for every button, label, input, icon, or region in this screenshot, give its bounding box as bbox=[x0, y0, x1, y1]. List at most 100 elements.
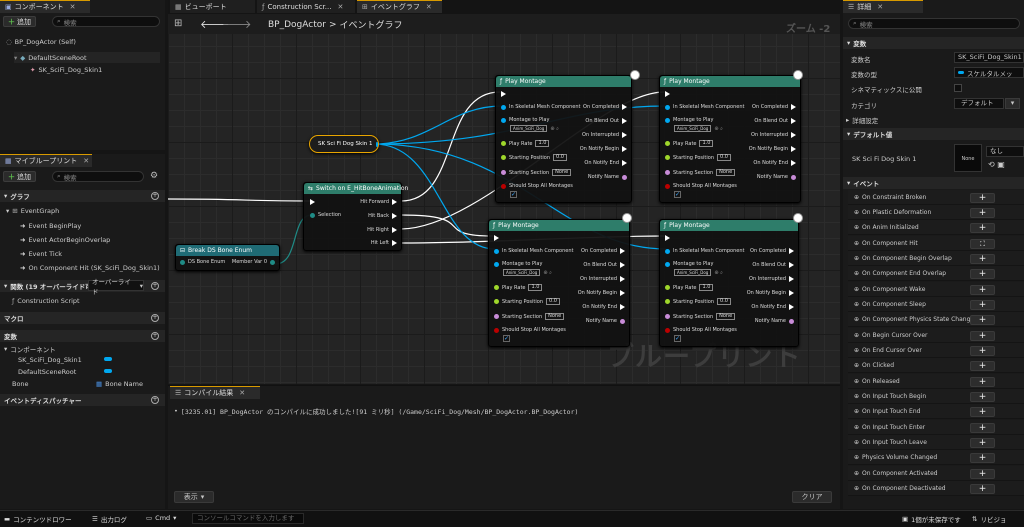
variable-item[interactable]: SK_SciFi_Dog_Skin1 bbox=[18, 356, 82, 364]
montage-pin[interactable]: Montage to Play bbox=[494, 261, 542, 267]
add-event-button[interactable]: + bbox=[970, 193, 995, 203]
stop-all-checkbox[interactable]: ✓ bbox=[503, 335, 510, 342]
play-rate-value[interactable]: 1.0 bbox=[528, 284, 543, 291]
components-search-input[interactable]: ⌕ 検索 bbox=[52, 16, 160, 27]
clear-button[interactable]: クリア bbox=[792, 491, 832, 503]
variable-section-header[interactable]: ▾ 変数 bbox=[843, 37, 1024, 49]
montage-asset-select[interactable]: Anim_SciFi_Dog⊕ ⌕ bbox=[674, 125, 723, 132]
close-icon[interactable]: ✕ bbox=[69, 3, 76, 11]
output-pin[interactable]: Notify Name bbox=[586, 318, 625, 324]
exec-in-pin[interactable] bbox=[665, 235, 670, 241]
output-pin[interactable]: On Notify End bbox=[753, 160, 796, 166]
selection-pin[interactable]: Selection bbox=[310, 212, 341, 218]
close-icon[interactable]: ✕ bbox=[337, 2, 344, 11]
category-input[interactable]: デフォルト bbox=[954, 98, 1004, 109]
switch-output-pin[interactable]: Hit Left bbox=[371, 240, 397, 246]
default-section-header[interactable]: ▾ デフォルト値 bbox=[843, 128, 1024, 140]
add-event-button[interactable]: + bbox=[970, 346, 995, 356]
mesh-pin[interactable]: In Skeletal Mesh Component bbox=[665, 248, 744, 254]
add-function-icon[interactable]: + bbox=[151, 282, 159, 290]
output-log-button[interactable]: ☰ 出力ログ bbox=[92, 514, 127, 524]
output-pin[interactable]: On Notify Begin bbox=[747, 290, 794, 296]
tab-viewport[interactable]: ▦ ビューポート bbox=[170, 0, 255, 13]
browse-icons[interactable]: ⟲ ▣ bbox=[988, 160, 1005, 169]
stop-all-checkbox[interactable]: ✓ bbox=[674, 191, 681, 198]
add-macro-icon[interactable]: + bbox=[151, 314, 159, 322]
add-event-button[interactable]: + bbox=[970, 469, 995, 479]
montage-pin[interactable]: Montage to Play bbox=[501, 117, 549, 123]
add-blueprint-item-button[interactable]: ＋ 追加 bbox=[3, 171, 36, 182]
macros-section-header[interactable]: マクロ bbox=[0, 312, 165, 324]
start-section-value[interactable]: None bbox=[716, 169, 736, 176]
output-pin[interactable]: On Blend Out bbox=[754, 118, 796, 124]
stop-all-checkbox[interactable]: ✓ bbox=[510, 191, 517, 198]
breadcrumb-graph[interactable]: イベントグラフ bbox=[339, 21, 403, 31]
variables-section-header[interactable]: 変数 bbox=[0, 330, 165, 342]
variable-item-bone[interactable]: Bone bbox=[12, 380, 29, 388]
category-dropdown[interactable]: ▾ bbox=[1005, 98, 1020, 109]
add-graph-icon[interactable]: + bbox=[151, 192, 159, 200]
output-pin[interactable]: On Blend Out bbox=[583, 262, 625, 268]
mesh-pin[interactable]: In Skeletal Mesh Component bbox=[494, 248, 573, 254]
add-event-button[interactable]: + bbox=[970, 423, 995, 433]
stop-all-pin[interactable]: Should Stop All Montages bbox=[665, 183, 737, 189]
output-pin[interactable]: On Completed bbox=[583, 104, 627, 110]
go-to-event-button[interactable]: ⛶ bbox=[970, 239, 995, 249]
output-pin[interactable]: On Notify End bbox=[751, 304, 794, 310]
mesh-pin[interactable]: In Skeletal Mesh Component bbox=[501, 104, 580, 110]
close-icon[interactable]: ✕ bbox=[877, 3, 884, 11]
blueprint-search-input[interactable]: ⌕ 検索 bbox=[52, 171, 144, 182]
output-pin[interactable]: Notify Name bbox=[588, 174, 627, 180]
graph-section-header[interactable]: ▾ グラフ bbox=[0, 190, 165, 202]
add-event-button[interactable]: + bbox=[970, 254, 995, 264]
add-event-button[interactable]: + bbox=[970, 223, 995, 233]
back-arrow-icon[interactable]: 🡐 bbox=[200, 18, 230, 31]
play-rate-value[interactable]: 1.0 bbox=[699, 284, 714, 291]
stop-all-pin[interactable]: Should Stop All Montages bbox=[665, 327, 737, 333]
break-output-pin[interactable]: Member Var 0 bbox=[232, 259, 275, 265]
forward-arrow-icon[interactable]: 🡒 bbox=[222, 18, 252, 31]
output-pin[interactable]: On Notify End bbox=[584, 160, 627, 166]
tree-item-default-scene-root[interactable]: ▾ ◆ DefaultSceneRoot bbox=[14, 52, 160, 63]
add-event-button[interactable]: + bbox=[970, 438, 995, 448]
add-event-button[interactable]: + bbox=[970, 484, 995, 494]
add-event-button[interactable]: + bbox=[970, 300, 995, 310]
output-pin[interactable]: On Interrupted bbox=[580, 276, 625, 282]
break-input-pin[interactable]: DS Bone Enum bbox=[180, 259, 225, 265]
add-event-button[interactable]: + bbox=[970, 407, 995, 417]
dispatchers-section-header[interactable]: イベントディスパッチャー bbox=[0, 394, 165, 406]
montage-asset-select[interactable]: Anim_SciFi_Dog⊕ ⌕ bbox=[674, 269, 723, 276]
show-dropdown[interactable]: 表示 ▾ bbox=[174, 491, 214, 503]
object-pin-icon[interactable] bbox=[376, 141, 378, 147]
event-item[interactable]: ➜ Event ActorBeginOverlap bbox=[20, 236, 110, 244]
start-pos-value[interactable]: 0.0 bbox=[717, 154, 731, 161]
montage-asset-select[interactable]: Anim_SciFi_Dog⊕ ⌕ bbox=[510, 125, 559, 132]
start-pos-value[interactable]: 0.0 bbox=[717, 298, 731, 305]
add-event-button[interactable]: + bbox=[970, 285, 995, 295]
output-pin[interactable]: On Completed bbox=[752, 104, 796, 110]
tab-my-blueprint[interactable]: ▦ マイブループリント ✕ bbox=[0, 154, 92, 167]
start-section-value[interactable]: None bbox=[545, 313, 565, 320]
exec-in-pin[interactable] bbox=[494, 235, 499, 241]
default-thumbnail[interactable]: None bbox=[954, 144, 982, 172]
switch-output-pin[interactable]: Hit Forward bbox=[360, 199, 397, 205]
components-subgroup[interactable]: ▾ コンポーネント bbox=[4, 344, 56, 354]
event-item[interactable]: ➜ Event Tick bbox=[20, 250, 62, 258]
content-drawer-button[interactable]: ▬ コンテンツドロワー bbox=[4, 514, 72, 524]
add-event-button[interactable]: + bbox=[970, 392, 995, 402]
output-pin[interactable]: On Interrupted bbox=[582, 132, 627, 138]
close-icon[interactable]: ✕ bbox=[425, 3, 432, 11]
output-pin[interactable]: On Interrupted bbox=[749, 276, 794, 282]
variable-item[interactable]: DefaultSceneRoot bbox=[18, 368, 76, 376]
advanced-row[interactable]: ▸ 詳細設定 bbox=[846, 115, 878, 125]
default-asset-dropdown[interactable]: なし bbox=[986, 146, 1024, 157]
output-pin[interactable]: On Notify Begin bbox=[578, 290, 625, 296]
add-component-button[interactable]: ＋ 追加 bbox=[3, 16, 36, 27]
